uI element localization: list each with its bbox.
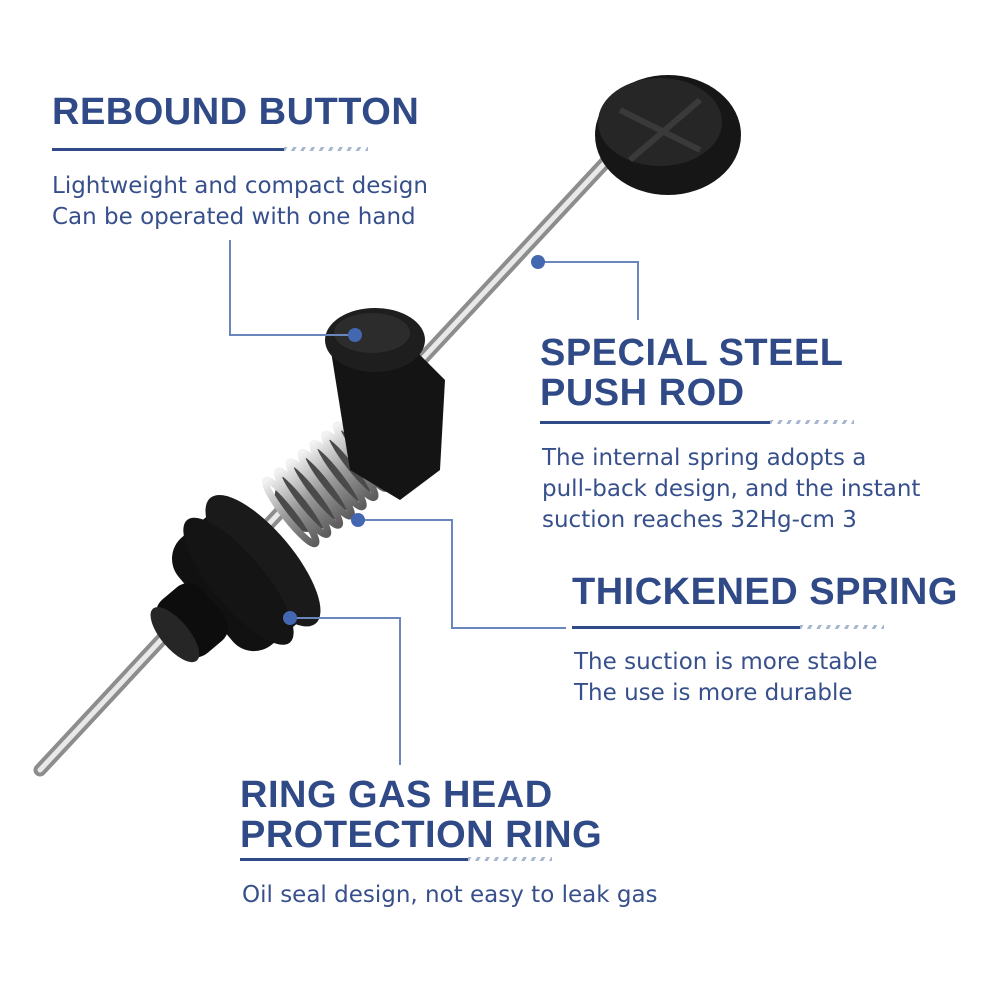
title-line: SPECIAL STEEL bbox=[540, 332, 844, 374]
push-rod-rule bbox=[540, 421, 770, 424]
spring-description: The suction is more stable The use is mo… bbox=[574, 647, 877, 709]
description-line: suction reaches 32Hg-cm 3 bbox=[542, 507, 857, 533]
description-line: The suction is more stable bbox=[574, 649, 878, 675]
ring-description: Oil seal design, not easy to leak gas bbox=[242, 880, 658, 911]
leader-rod bbox=[538, 261, 639, 320]
leader-ring bbox=[290, 617, 401, 765]
leader-dots bbox=[283, 255, 545, 625]
spring-rule bbox=[572, 626, 800, 629]
leader-dot bbox=[351, 513, 365, 527]
description-line: Can be operated with one hand bbox=[52, 204, 416, 230]
description-line: pull-back design, and the instant bbox=[542, 476, 921, 502]
description-line: Lightweight and compact design bbox=[52, 173, 428, 199]
spring-title: THICKENED SPRING bbox=[572, 571, 958, 613]
ring-rule bbox=[240, 858, 468, 861]
leader-dot bbox=[531, 255, 545, 269]
title-line: PROTECTION RING bbox=[240, 814, 603, 856]
description-line: Oil seal design, not easy to leak gas bbox=[242, 882, 658, 908]
leader-dot bbox=[348, 328, 362, 342]
push-rod-hatch bbox=[770, 420, 854, 424]
rebound-button-hatch bbox=[284, 147, 368, 151]
title-line: PUSH ROD bbox=[540, 372, 745, 414]
ring-title: RING GAS HEAD PROTECTION RING bbox=[240, 775, 602, 855]
leader-dot bbox=[283, 611, 297, 625]
ring-hatch bbox=[468, 857, 552, 861]
push-rod-title: SPECIAL STEEL PUSH ROD bbox=[540, 333, 844, 413]
top-knob bbox=[595, 75, 741, 195]
rebound-button-rule bbox=[52, 148, 284, 151]
description-line: The use is more durable bbox=[574, 680, 853, 706]
leader-lines bbox=[229, 240, 639, 765]
button-housing bbox=[325, 308, 445, 500]
leader-rebound bbox=[229, 240, 355, 336]
spring-hatch bbox=[800, 625, 884, 629]
rebound-button-description: Lightweight and compact design Can be op… bbox=[52, 171, 428, 233]
push-rod-description: The internal spring adopts a pull-back d… bbox=[542, 443, 920, 536]
leader-spring bbox=[358, 519, 566, 629]
seal-head bbox=[150, 495, 321, 663]
rebound-button-title: REBOUND BUTTON bbox=[52, 91, 420, 133]
description-line: The internal spring adopts a bbox=[542, 445, 867, 471]
title-line: RING GAS HEAD bbox=[240, 774, 553, 816]
